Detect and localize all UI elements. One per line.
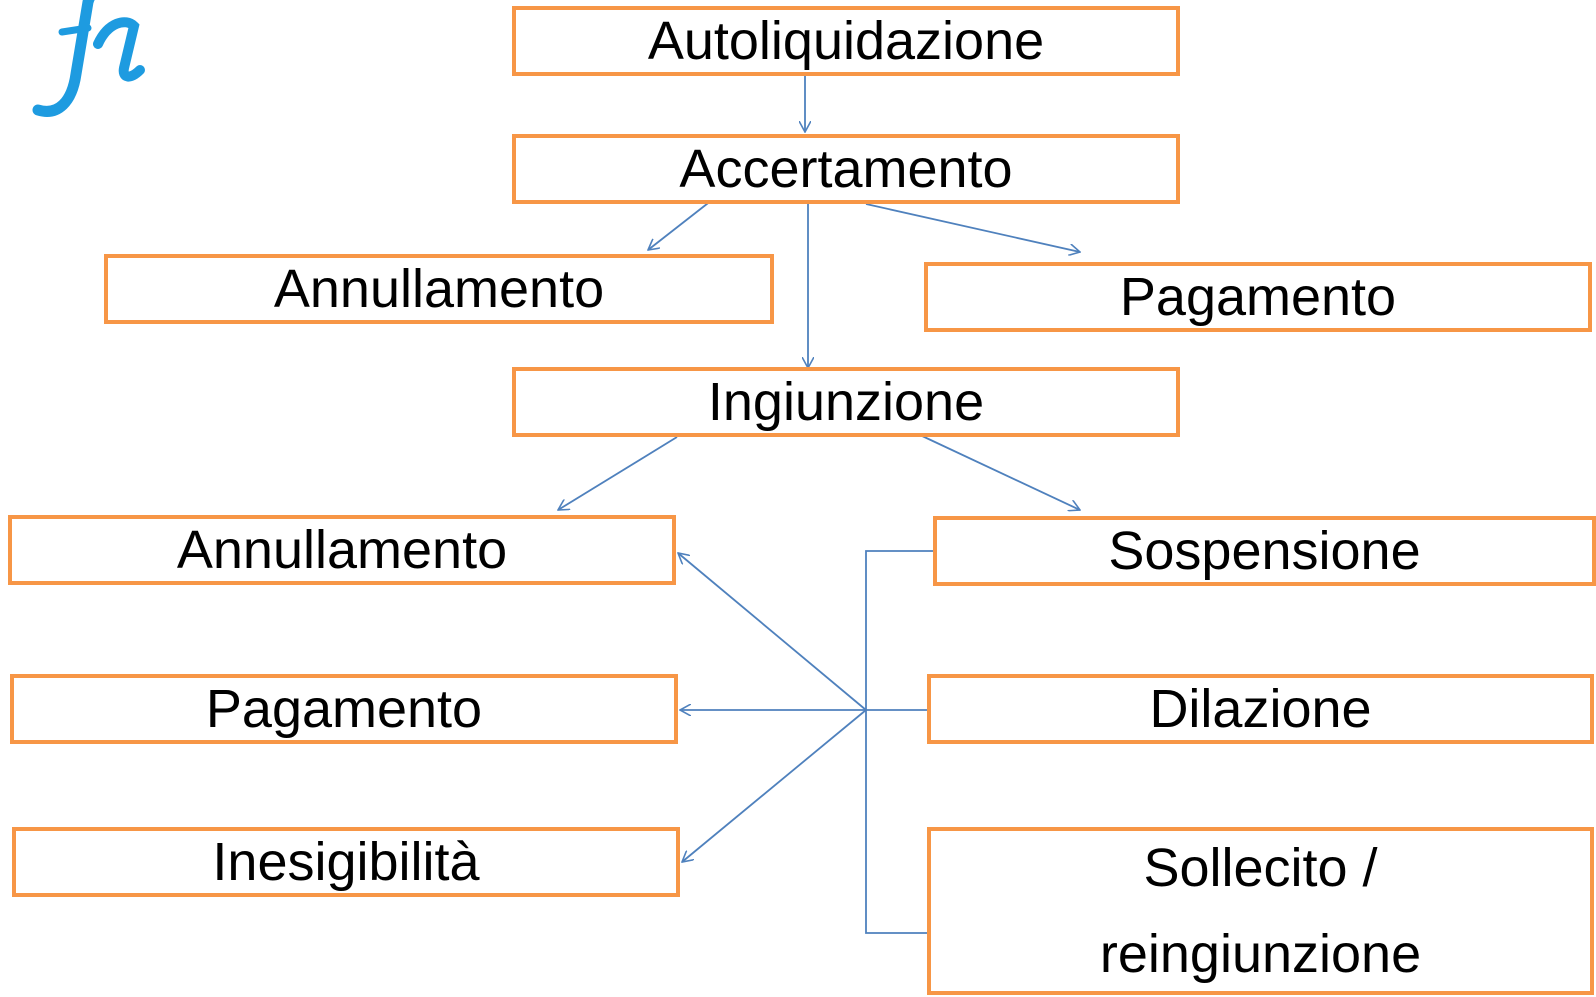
arrow-accertamento-pagamento — [865, 203, 1080, 252]
node-autoliquidazione: Autoliquidazione — [512, 6, 1180, 76]
node-label-line2: reingiunzione — [1099, 924, 1422, 984]
node-label: Annullamento — [176, 520, 508, 580]
node-label: Ingiunzione — [707, 372, 985, 432]
node-annullamento-bottom: Annullamento — [8, 515, 676, 585]
arrow-bracket-inesigibilita — [682, 709, 867, 862]
node-label: Accertamento — [679, 139, 1013, 199]
node-label: Sospensione — [1108, 521, 1421, 581]
node-pagamento-bottom: Pagamento — [10, 674, 678, 744]
node-ingiunzione: Ingiunzione — [512, 367, 1180, 437]
node-sollecito-reingiunzione: Sollecito / reingiunzione — [927, 827, 1594, 995]
bracket-line — [865, 550, 935, 934]
node-label: Pagamento — [1119, 267, 1397, 327]
arrow-ingiunzione-annullamento — [558, 436, 678, 510]
node-label-line1: Sollecito / — [1143, 837, 1378, 898]
node-annullamento-top: Annullamento — [104, 254, 774, 324]
node-sospensione: Sospensione — [933, 516, 1596, 586]
arrow-accertamento-annullamento — [648, 199, 713, 250]
node-label: Inesigibilità — [212, 832, 480, 892]
node-label: Dilazione — [1149, 679, 1372, 739]
node-inesigibilita: Inesigibilità — [12, 827, 680, 897]
node-pagamento-top: Pagamento — [924, 262, 1592, 332]
logo-icon — [32, 0, 145, 117]
node-label: Annullamento — [273, 259, 605, 319]
arrow-bracket-annullamento — [678, 553, 867, 711]
node-label: Pagamento — [205, 679, 483, 739]
node-accertamento: Accertamento — [512, 134, 1180, 204]
node-dilazione: Dilazione — [927, 674, 1594, 744]
node-label: Autoliquidazione — [647, 11, 1045, 71]
arrow-ingiunzione-sospensione — [919, 434, 1080, 510]
